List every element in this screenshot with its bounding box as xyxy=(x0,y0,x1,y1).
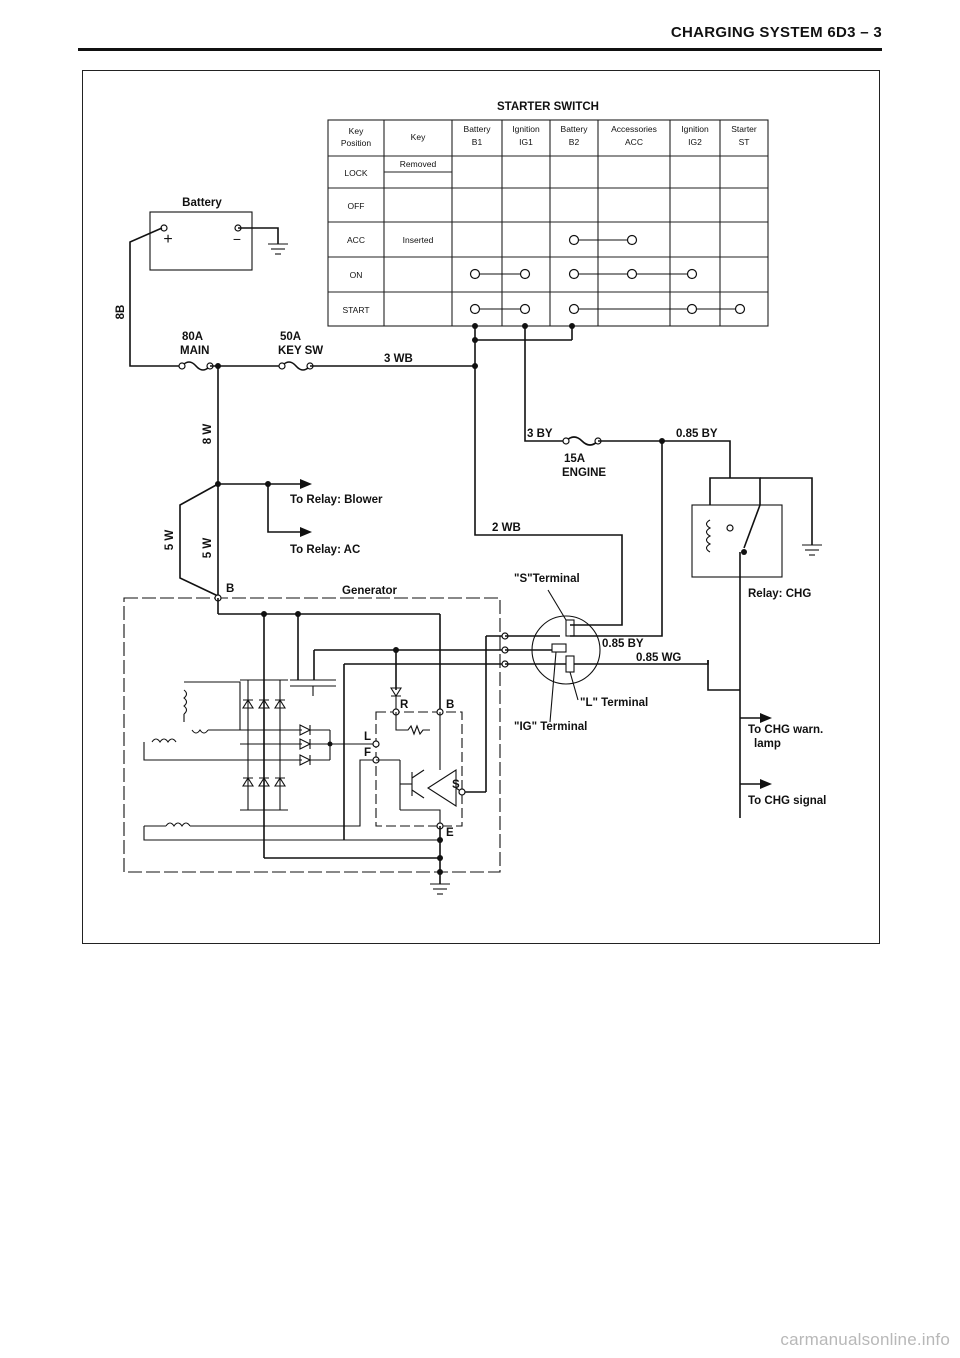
chg-warn-lamp-label-b: lamp xyxy=(754,738,781,750)
engine-fuse-amps: 15A xyxy=(564,453,585,465)
regulator-l: L xyxy=(364,731,371,743)
page-header-title: CHARGING SYSTEM 6D3 – 3 xyxy=(670,24,882,41)
relay-ground-icon xyxy=(802,544,822,556)
wire-085wg-label: 0.85 WG xyxy=(636,652,681,664)
generator-connector: "S"Terminal 0.85 BY 0.85 WG "L" Terminal… xyxy=(501,573,709,733)
chg-warn-lamp-label-a: To CHG warn. xyxy=(748,724,823,736)
wire-8b-label: 8B xyxy=(115,305,127,320)
header-acc-b: ACC xyxy=(625,137,643,147)
regulator-r: R xyxy=(400,699,409,711)
starter-switch-table: STARTER SWITCH Key Position Key Battery … xyxy=(327,101,769,327)
regulator-s: S xyxy=(452,779,460,791)
diagram-frame xyxy=(82,70,880,944)
header-b1-b: B1 xyxy=(472,137,483,147)
header-b1-a: Battery xyxy=(464,124,492,134)
wire-8w-label: 8 W xyxy=(202,424,214,445)
regulator: R B L F S E xyxy=(364,687,466,839)
relay-blower-label: To Relay: Blower xyxy=(290,494,383,506)
position-start: START xyxy=(342,305,369,315)
position-lock: LOCK xyxy=(344,168,367,178)
battery: Battery + − xyxy=(149,197,288,271)
chg-signal-label: To CHG signal xyxy=(748,795,826,807)
relay-chg: Relay: CHG To CHG warn. lamp To CHG sign… xyxy=(691,477,826,818)
regulator-f: F xyxy=(364,747,371,759)
engine-fuse-icon xyxy=(565,436,599,446)
wiring: 8B 80A MAIN 50A KEY SW 3 WB 2 WB xyxy=(115,227,731,637)
relay-coil-icon xyxy=(705,519,712,553)
main-fuse-icon xyxy=(181,361,211,371)
header-st-a: Starter xyxy=(731,124,757,134)
relay-chg-label: Relay: CHG xyxy=(748,588,811,600)
header-key-position-b: Position xyxy=(341,138,372,148)
key-sw-fuse-amps: 50A xyxy=(280,331,301,343)
capacitor-icon xyxy=(290,679,336,696)
battery-ground-icon xyxy=(268,243,288,255)
wire-3wb-label: 3 WB xyxy=(384,353,413,365)
header-key-position-a: Key xyxy=(349,126,364,136)
key-inserted: Inserted xyxy=(403,235,434,245)
generator-b-terminal: B xyxy=(226,583,234,595)
wire-3by-label: 3 BY xyxy=(527,428,553,440)
generator: B Generator xyxy=(123,583,505,895)
relay-arrows xyxy=(218,479,312,537)
header-b2-a: Battery xyxy=(561,124,589,134)
position-acc: ACC xyxy=(347,235,365,245)
main-fuse-amps: 80A xyxy=(182,331,203,343)
header-key: Key xyxy=(411,132,426,142)
wire-085by-top-label: 0.85 BY xyxy=(676,428,718,440)
header-b2-b: B2 xyxy=(569,137,580,147)
wire-5w-right-label: 5 W xyxy=(202,538,214,559)
generator-ground-icon xyxy=(430,883,450,895)
l-terminal-label: "L" Terminal xyxy=(580,697,648,709)
regulator-b: B xyxy=(446,699,454,711)
ig-terminal-label: "IG" Terminal xyxy=(514,721,587,733)
key-removed: Removed xyxy=(400,159,437,169)
transistor-icon xyxy=(411,769,425,799)
header-st-b: ST xyxy=(739,137,750,147)
footer-watermark: carmanualsonline.info xyxy=(780,1330,950,1349)
position-off: OFF xyxy=(348,201,365,211)
relay-ac-label: To Relay: AC xyxy=(290,544,360,556)
generator-label: Generator xyxy=(342,585,397,597)
diode-bridge-icon xyxy=(240,679,376,811)
wire-085by-label: 0.85 BY xyxy=(602,638,644,650)
header-rule xyxy=(78,48,882,51)
header-ig2-b: IG2 xyxy=(688,137,702,147)
header-ig1-b: IG1 xyxy=(519,137,533,147)
header-acc-a: Accessories xyxy=(611,124,657,134)
battery-plus: + xyxy=(163,231,172,248)
switch-connections xyxy=(469,234,746,315)
wire-5w-left-label: 5 W xyxy=(164,530,176,551)
engine-fuse-name: ENGINE xyxy=(562,467,606,479)
header-ig2-a: Ignition xyxy=(681,124,709,134)
battery-minus: − xyxy=(233,231,241,247)
stator-winding-icon xyxy=(143,681,302,761)
starter-switch-title: STARTER SWITCH xyxy=(497,101,599,113)
regulator-e: E xyxy=(446,827,454,839)
wire-2wb-label: 2 WB xyxy=(492,522,521,534)
key-sw-fuse-icon xyxy=(281,361,311,371)
field-coil-icon xyxy=(143,759,440,841)
header-ig1-a: Ignition xyxy=(512,124,540,134)
key-sw-fuse-name: KEY SW xyxy=(278,345,323,357)
main-fuse-name: MAIN xyxy=(180,345,209,357)
position-on: ON xyxy=(350,270,363,280)
battery-label: Battery xyxy=(182,197,222,209)
s-terminal-label: "S"Terminal xyxy=(514,573,580,585)
